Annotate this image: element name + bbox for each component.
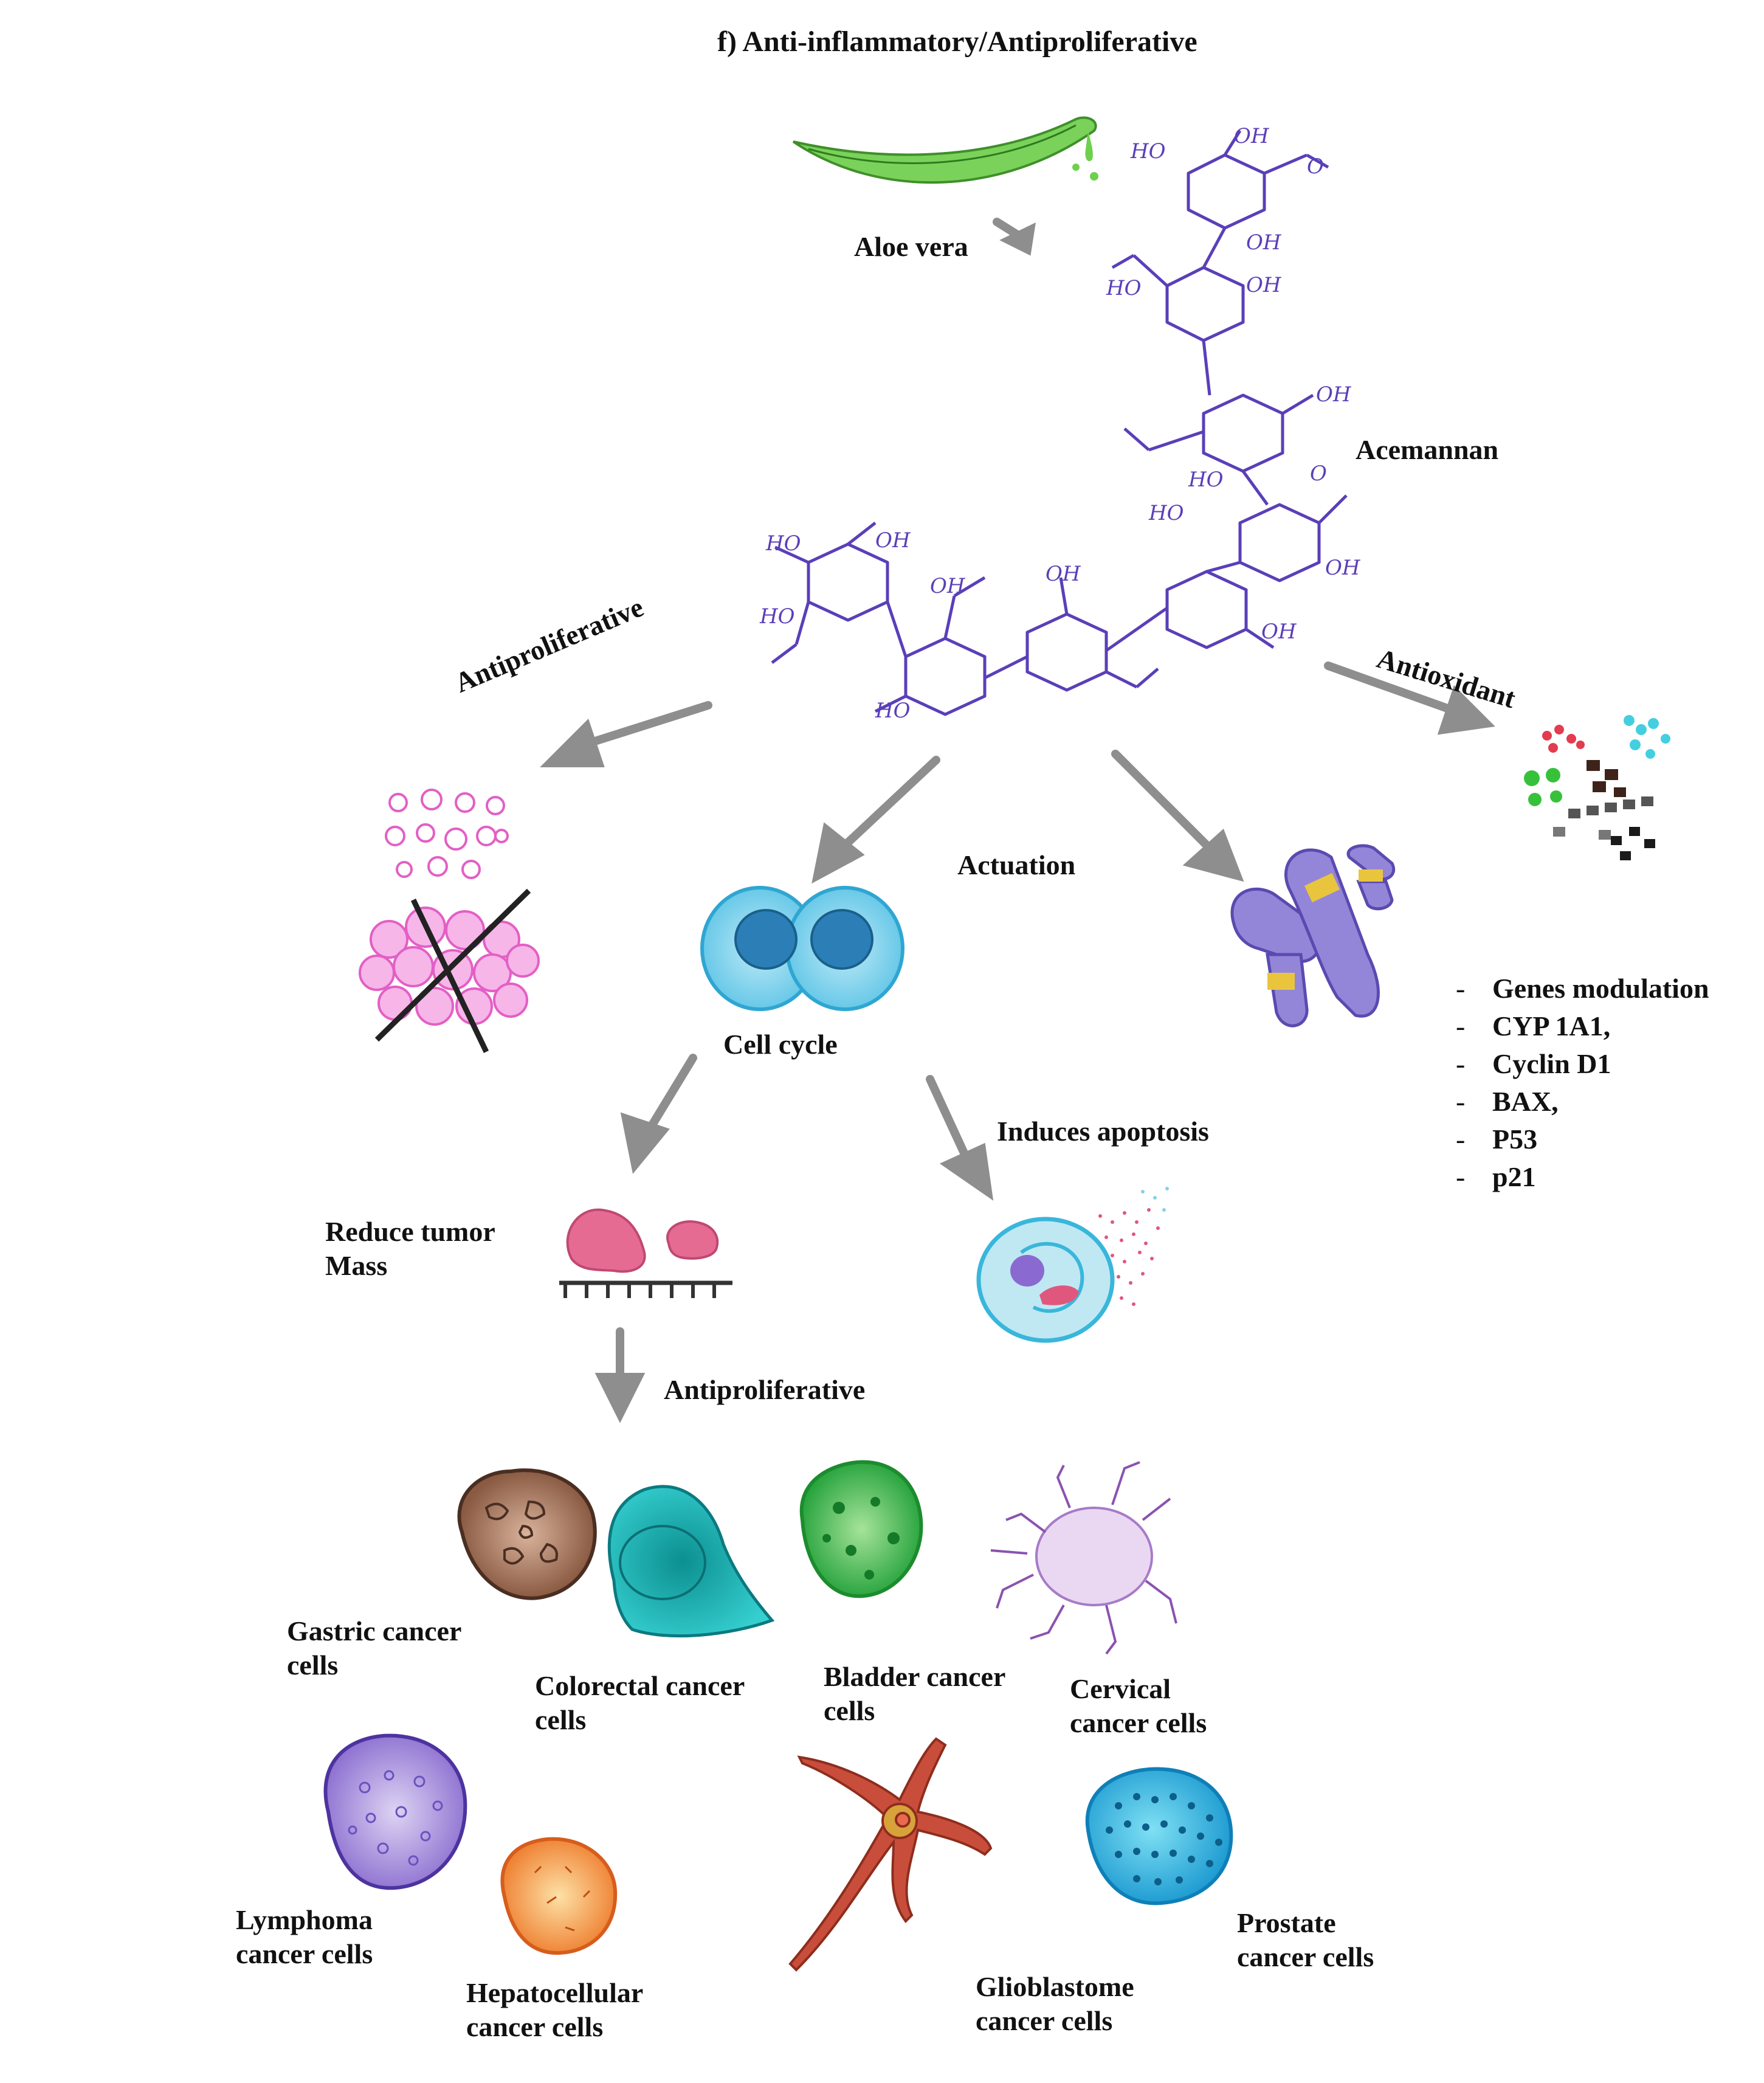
svg-text:OH: OH <box>1246 230 1282 255</box>
antioxidant-particles-icon <box>1524 715 1670 860</box>
bladder-cancer-cell-icon <box>799 1460 923 1598</box>
svg-text:OH: OH <box>1234 124 1270 148</box>
svg-text:OH: OH <box>1261 620 1297 644</box>
arrow-antioxidant <box>1324 662 1495 735</box>
aloe-vera-label: Aloe vera <box>854 231 968 262</box>
actuation-label: Actuation <box>957 849 1076 880</box>
induces-apoptosis-label: Induces apoptosis <box>997 1116 1209 1147</box>
svg-text:OH: OH <box>1325 556 1361 580</box>
gene-item: CYP 1A1, <box>1456 1007 1709 1045</box>
svg-text:OH: OH <box>930 574 966 598</box>
tumor-mass-ruler-icon <box>559 1208 732 1298</box>
reduce-tumor-label: Reduce tumor Mass <box>325 1216 495 1282</box>
figure-title: f) Anti-inflammatory/Antiproliferative <box>717 26 1197 58</box>
gene-item: BAX, <box>1456 1083 1709 1121</box>
colorectal-cancer-cell-icon <box>607 1485 775 1638</box>
arrow-antiproliferative-bottom <box>594 1327 646 1423</box>
svg-text:HO: HO <box>765 531 801 556</box>
proliferating-cells-crossed-icon <box>359 789 540 1053</box>
gene-item: Cyclin D1 <box>1456 1045 1709 1083</box>
svg-text:OH: OH <box>1246 273 1282 297</box>
flow-arrows <box>540 218 1495 1423</box>
acemannan-label: Acemannan <box>1356 434 1499 465</box>
acemannan-molecule <box>771 130 1348 716</box>
apoptotic-cell-icon <box>976 1187 1169 1343</box>
svg-text:O: O <box>1307 154 1324 179</box>
cell-cycle-label: Cell cycle <box>723 1029 838 1060</box>
chromosomes-icon <box>1230 844 1395 1028</box>
aloe-vera-leaf-icon <box>792 116 1098 184</box>
svg-text:OH: OH <box>875 528 911 553</box>
arrow-reduce-tumor <box>620 1054 697 1174</box>
arrow-antiproliferative-left <box>540 701 712 767</box>
cervical-cancer-cell-icon <box>990 1461 1177 1655</box>
svg-text:OH: OH <box>1316 382 1352 407</box>
gene-item: p21 <box>1456 1158 1709 1196</box>
arrow-apoptosis <box>926 1075 994 1201</box>
gene-item: Genes modulation <box>1456 970 1709 1007</box>
svg-text:O: O <box>1310 461 1327 486</box>
hepatocellular-cancer-cell-icon <box>500 1837 618 1955</box>
genes-modulation-list: Genes modulation CYP 1A1, Cyclin D1 BAX,… <box>1456 970 1709 1196</box>
svg-text:OH: OH <box>1046 562 1081 586</box>
arrow-genes <box>1111 750 1244 882</box>
gene-item: P53 <box>1456 1121 1709 1158</box>
svg-text:HO: HO <box>875 699 911 723</box>
prostate-cancer-cell-icon <box>1085 1767 1233 1905</box>
aloe-to-acemannan-arrow <box>993 218 1036 256</box>
glioblastoma-cancer-cell-icon <box>788 1737 993 1972</box>
svg-text:HO: HO <box>1130 139 1166 164</box>
svg-text:HO: HO <box>1148 501 1184 525</box>
lymphoma-cancer-cell-icon <box>323 1733 467 1890</box>
svg-text:HO: HO <box>759 604 795 629</box>
dividing-cell-icon <box>700 886 904 1011</box>
svg-text:HO: HO <box>1188 468 1224 492</box>
antiproliferative-bottom-label: Antiproliferative <box>664 1374 866 1405</box>
gastric-cancer-cell-icon <box>457 1468 597 1600</box>
arrow-actuation-cell-cycle <box>811 756 940 884</box>
svg-text:HO: HO <box>1106 276 1142 300</box>
